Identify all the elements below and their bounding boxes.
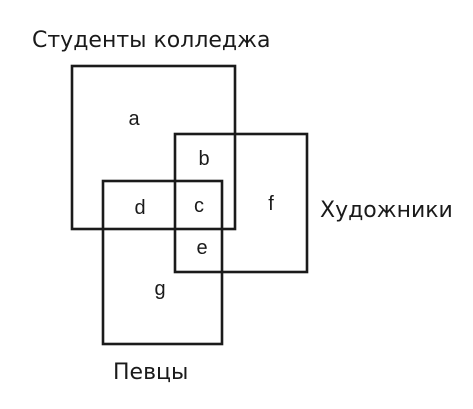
region-a-label: a <box>128 108 140 130</box>
students-set-label: Студенты колледжа <box>32 28 271 53</box>
region-c-label: c <box>194 195 204 217</box>
artists-set-label: Художники <box>320 198 453 223</box>
region-g-label: g <box>154 278 166 300</box>
singers-set-label: Певцы <box>113 360 189 385</box>
singers-set-rect <box>101 179 224 346</box>
region-e-label: e <box>196 237 208 259</box>
region-b-label: b <box>198 148 210 170</box>
artists-set-rect <box>173 132 309 274</box>
region-d-label: d <box>134 197 146 219</box>
students-set-rect <box>70 64 237 231</box>
region-f-label: f <box>268 193 274 215</box>
